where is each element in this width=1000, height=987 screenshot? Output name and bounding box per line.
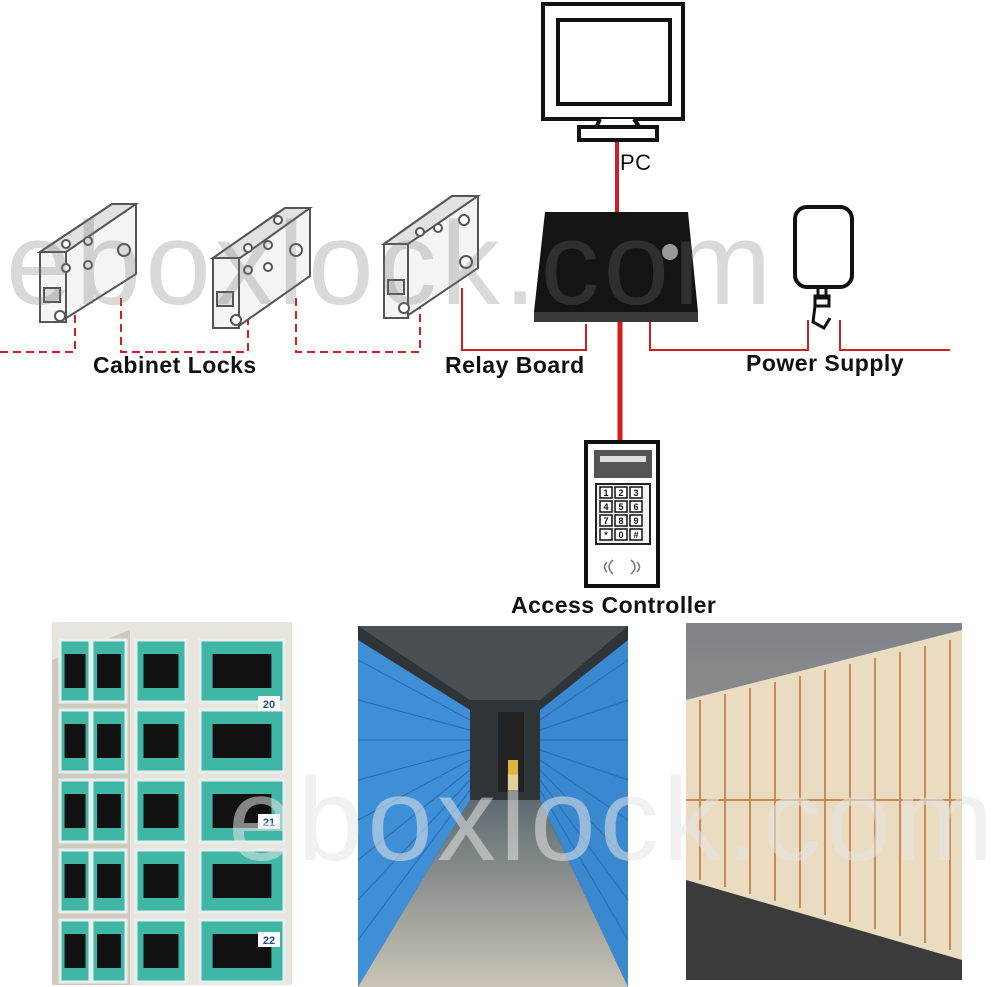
wire-power-out [839,320,950,351]
svg-text:*: * [604,530,608,540]
relay-board-icon [534,212,698,322]
keypad-key: 2 [614,486,628,499]
keypad-key: 4 [599,500,613,513]
photo-teal-lockers: 20 21 22 [52,622,292,985]
label-access-controller: Access Controller [511,592,717,618]
photo-wood-lockers [686,623,962,980]
cabinet-lock-icon-3 [380,195,482,319]
locker-number: 21 [263,817,275,829]
svg-text:6: 6 [633,502,638,512]
dashed-lock-bus [0,298,421,353]
svg-text:8: 8 [618,516,623,526]
svg-text:1: 1 [603,488,608,498]
keypad-key: 6 [629,500,643,513]
keypad-key: 0 [614,528,628,541]
label-power-supply: Power Supply [746,350,905,376]
wires [0,142,950,442]
keypad-key: 8 [614,514,628,527]
keypad-key: 3 [629,486,643,499]
locker-number: 20 [263,699,275,711]
svg-text:5: 5 [618,502,623,512]
keypad-key: 1 [599,486,613,499]
svg-text:3: 3 [633,488,638,498]
label-relay-board: Relay Board [445,352,585,378]
label-cabinet-locks: Cabinet Locks [93,352,257,378]
keypad-key: # [629,528,643,541]
label-pc: PC [620,150,652,175]
power-supply-icon [793,205,854,331]
cabinet-lock-icon-2 [209,207,314,329]
cabinet-lock-icon-1 [36,203,140,323]
locker-number: 22 [263,935,275,947]
svg-text:#: # [633,530,638,540]
svg-text:2: 2 [618,488,623,498]
photo-blue-corridor [357,626,629,987]
svg-text:0: 0 [618,530,623,540]
pc-monitor-icon [541,2,685,142]
svg-text:9: 9 [633,516,638,526]
wire-relay-lock [461,288,587,351]
wire-relay-power [649,318,809,351]
svg-text:7: 7 [603,516,608,526]
keypad-key: 5 [614,500,628,513]
keypad-key: 7 [599,514,613,527]
keypad-key: 9 [629,514,643,527]
svg-text:4: 4 [603,502,608,512]
keypad-key: * [599,528,613,541]
